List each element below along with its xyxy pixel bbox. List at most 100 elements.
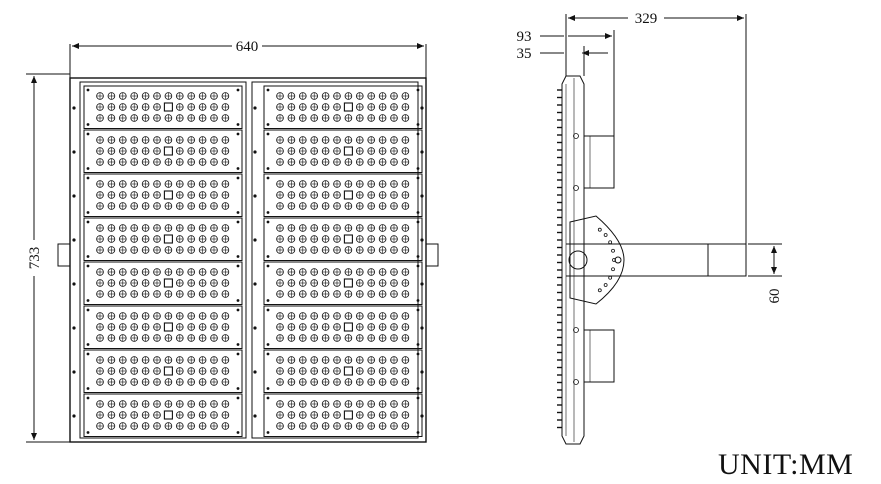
screw bbox=[266, 396, 270, 400]
offset-dimension-35 bbox=[540, 46, 608, 76]
lens-block bbox=[343, 366, 353, 376]
offset-label-93: 93 bbox=[517, 29, 532, 45]
screw bbox=[266, 123, 270, 126]
front-view bbox=[57, 77, 439, 443]
depth-dimension bbox=[565, 14, 747, 244]
lens-block bbox=[343, 234, 353, 244]
screw bbox=[236, 308, 240, 312]
screw bbox=[236, 132, 240, 136]
lens-block bbox=[343, 410, 353, 420]
frame-screw bbox=[253, 150, 257, 154]
frame-screw bbox=[72, 194, 76, 198]
heat-fins bbox=[557, 89, 562, 429]
lower-driver-box bbox=[583, 329, 615, 383]
screw bbox=[236, 387, 240, 390]
screw bbox=[416, 299, 420, 302]
frame-screw bbox=[253, 282, 257, 286]
screw bbox=[266, 88, 270, 92]
frame-screw bbox=[420, 150, 424, 154]
frame-screw bbox=[253, 238, 257, 242]
bracket-label: 60 bbox=[767, 289, 783, 304]
screw bbox=[416, 396, 420, 400]
lens-block bbox=[163, 146, 173, 156]
screw bbox=[236, 431, 240, 434]
screw bbox=[416, 211, 420, 214]
bracket-dimension bbox=[748, 243, 782, 277]
screw bbox=[266, 387, 270, 390]
unit-label: UNIT:MM bbox=[718, 448, 854, 481]
screw bbox=[86, 352, 90, 356]
frame-screw bbox=[420, 414, 424, 418]
screw bbox=[236, 211, 240, 214]
frame-screw bbox=[253, 414, 257, 418]
lens-block bbox=[163, 278, 173, 288]
led-module bbox=[83, 349, 243, 393]
lens-block bbox=[163, 102, 173, 112]
screw bbox=[236, 352, 240, 356]
screw bbox=[86, 396, 90, 400]
lens-block bbox=[343, 190, 353, 200]
screw bbox=[266, 167, 270, 170]
screw bbox=[266, 308, 270, 312]
screw bbox=[416, 167, 420, 170]
led-module bbox=[83, 393, 243, 437]
disc-hole bbox=[597, 227, 602, 232]
lens-block bbox=[343, 278, 353, 288]
depth-label: 329 bbox=[635, 11, 658, 27]
screw bbox=[86, 308, 90, 312]
screw bbox=[236, 88, 240, 92]
offset-dimension-93 bbox=[540, 30, 615, 136]
screw bbox=[86, 299, 90, 302]
screw bbox=[86, 343, 90, 346]
frame-screw bbox=[72, 238, 76, 242]
side-bolt bbox=[573, 379, 579, 385]
screw bbox=[236, 176, 240, 180]
side-body bbox=[561, 75, 585, 445]
screw bbox=[236, 396, 240, 400]
led-module bbox=[83, 217, 243, 261]
side-view bbox=[557, 75, 747, 445]
right-mount-block bbox=[425, 243, 439, 267]
screw bbox=[266, 352, 270, 356]
side-bolt bbox=[573, 185, 579, 191]
disc-hole bbox=[597, 288, 602, 293]
screw bbox=[266, 176, 270, 180]
pivot-hole bbox=[568, 250, 588, 270]
screw bbox=[236, 167, 240, 170]
frame-screw bbox=[72, 326, 76, 330]
frame-screw bbox=[72, 150, 76, 154]
width-dimension bbox=[69, 43, 427, 78]
bracket-disc bbox=[569, 215, 625, 305]
upper-driver-box bbox=[583, 135, 615, 189]
screw bbox=[416, 308, 420, 312]
screw bbox=[416, 352, 420, 356]
screw bbox=[416, 264, 420, 268]
lens-block bbox=[163, 234, 173, 244]
disc-hole bbox=[611, 267, 615, 272]
screw bbox=[416, 132, 420, 136]
screw bbox=[86, 167, 90, 170]
screw bbox=[266, 299, 270, 302]
frame-screw bbox=[420, 238, 424, 242]
led-module bbox=[83, 261, 243, 305]
led-module bbox=[83, 305, 243, 349]
screw bbox=[266, 220, 270, 224]
screw bbox=[416, 255, 420, 258]
screw bbox=[266, 343, 270, 346]
frame-screw bbox=[420, 194, 424, 198]
screw bbox=[236, 220, 240, 224]
screw bbox=[416, 387, 420, 390]
lens-block bbox=[163, 366, 173, 376]
screw bbox=[236, 343, 240, 346]
led-module bbox=[83, 173, 243, 217]
lens-block bbox=[163, 190, 173, 200]
left-mount-block bbox=[57, 243, 71, 267]
side-bolt bbox=[573, 327, 579, 333]
offset-label-35: 35 bbox=[517, 46, 532, 62]
frame-screw bbox=[253, 370, 257, 374]
screw bbox=[86, 431, 90, 434]
screw bbox=[416, 431, 420, 434]
screw bbox=[86, 264, 90, 268]
screw bbox=[266, 431, 270, 434]
